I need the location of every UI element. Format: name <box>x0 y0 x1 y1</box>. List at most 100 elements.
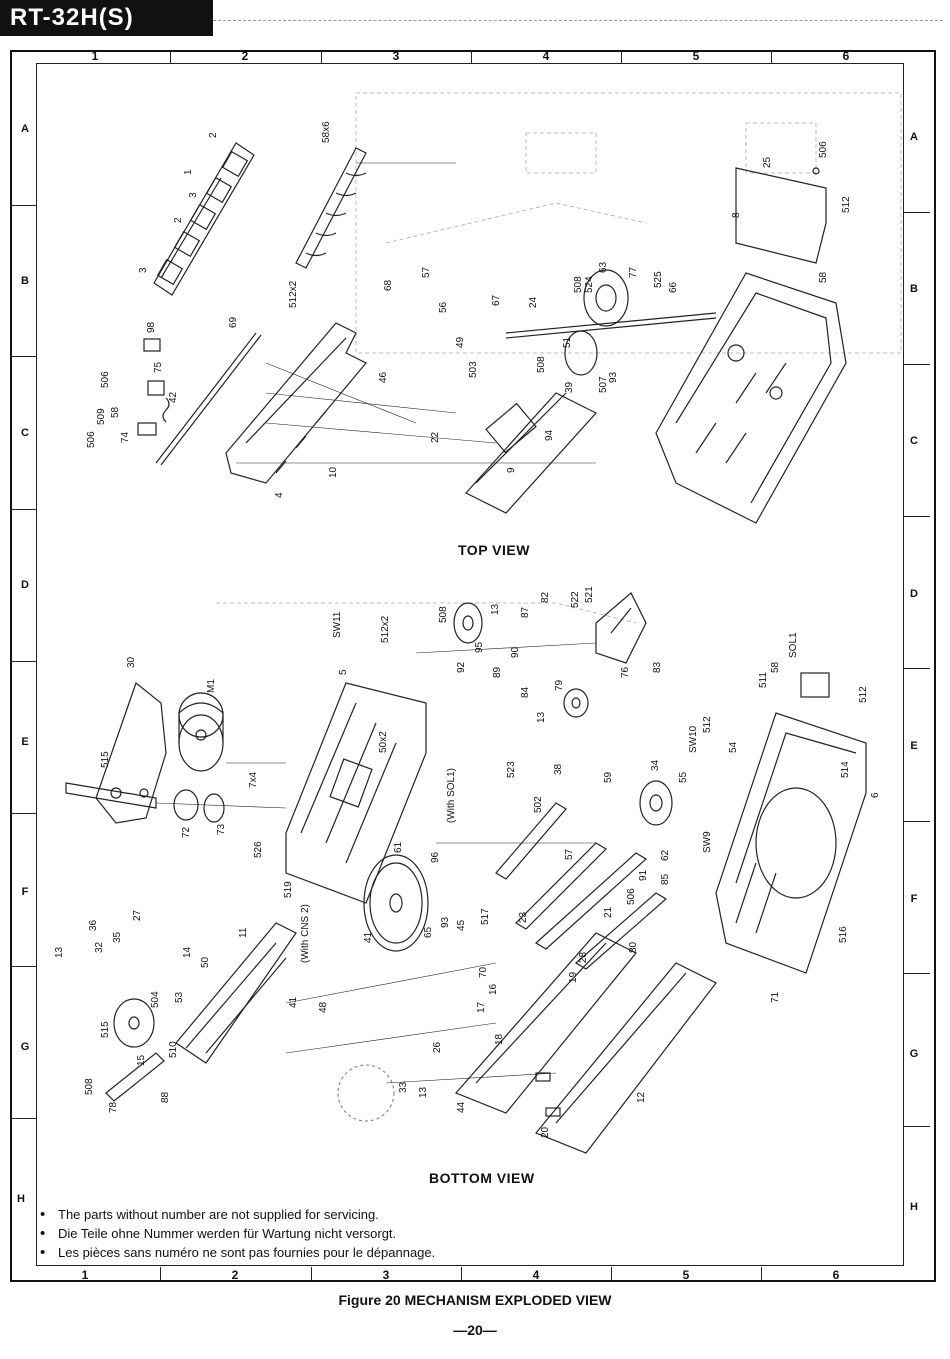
callout: (With CNS 2) <box>300 904 311 963</box>
callout: 85 <box>660 873 671 885</box>
callout: 30 <box>126 656 137 668</box>
callout: 512 <box>841 196 852 213</box>
callout: 74 <box>120 431 131 443</box>
row-label-right-H: H <box>910 1201 918 1213</box>
row-label-left-G: G <box>20 1041 30 1053</box>
row-tick <box>904 212 930 213</box>
callout: 63 <box>598 261 609 273</box>
reel-34 <box>639 780 673 826</box>
col-tick <box>170 50 171 63</box>
row-tick <box>904 364 930 365</box>
callout: 58x6 <box>321 121 332 143</box>
row-tick <box>10 1118 36 1119</box>
col-label-bottom-3: 3 <box>382 1268 390 1282</box>
callout: 525 <box>653 271 664 288</box>
shaft-69 <box>155 332 257 464</box>
callout: 506 <box>626 888 637 905</box>
callout: 21 <box>603 906 614 918</box>
callout: 46 <box>378 371 389 383</box>
callout: 98 <box>146 321 157 333</box>
detail-circle <box>337 1064 395 1122</box>
col-tick <box>311 1267 312 1280</box>
motor-m1 <box>178 692 224 772</box>
callout: 80 <box>628 941 639 953</box>
col-tick <box>761 1267 762 1280</box>
callout: 517 <box>480 908 491 925</box>
callout: 62 <box>660 849 671 861</box>
callout: 9 <box>506 467 517 473</box>
callout: 506 <box>86 431 97 448</box>
callout: 69 <box>228 316 239 328</box>
row-label-right-F: F <box>910 893 918 905</box>
col-tick <box>771 50 772 63</box>
col-label-bottom-1: 1 <box>81 1268 89 1282</box>
callout: 90 <box>510 646 521 658</box>
callout: 508 <box>438 606 449 623</box>
col-label-top-4: 4 <box>542 49 550 63</box>
col-label-top-6: 6 <box>842 49 850 63</box>
callout: 50 <box>200 956 211 968</box>
callout: 77 <box>628 266 639 278</box>
callout: 4 <box>274 492 285 498</box>
callout: 509 <box>96 408 107 425</box>
callout: 34 <box>650 759 661 771</box>
callout: 508 <box>573 276 584 293</box>
callout: 16 <box>488 983 499 995</box>
callout: 24 <box>528 296 539 308</box>
callout: 39 <box>564 381 575 393</box>
col-tick <box>621 50 622 63</box>
callout: 514 <box>840 761 851 778</box>
notes-list: The parts without number are not supplie… <box>38 1207 435 1264</box>
callout: 19 <box>568 971 579 983</box>
callout: 8 <box>731 212 742 218</box>
row-tick <box>10 661 36 662</box>
callout: 512x2 <box>380 615 391 643</box>
callout: 79 <box>554 679 565 691</box>
callout: 27 <box>132 909 143 921</box>
callout: 94 <box>544 429 555 441</box>
background-circuit-trace <box>216 92 902 624</box>
callout: 522 <box>570 591 581 608</box>
row-label-right-B: B <box>910 283 918 295</box>
left-small-parts <box>137 338 170 436</box>
top-right-bracket <box>735 167 827 264</box>
col-label-bottom-4: 4 <box>532 1268 540 1282</box>
row-label-left-H: H <box>17 1193 25 1205</box>
bottom-view-leaders <box>155 642 597 1084</box>
callout: M1 <box>206 679 217 693</box>
callout: 72 <box>181 826 192 838</box>
col-label-top-5: 5 <box>692 49 700 63</box>
bottom-left-subchassis <box>105 922 297 1102</box>
bottom-chassis-center <box>285 682 427 904</box>
swing-arm <box>65 682 167 824</box>
callout: 12 <box>636 1091 647 1103</box>
callout: 61 <box>393 841 404 853</box>
callout: 13 <box>536 711 547 723</box>
callout: 84 <box>520 686 531 698</box>
col-label-bottom-2: 2 <box>231 1268 239 1282</box>
callout: 67 <box>491 294 502 306</box>
callout: 78 <box>108 1101 119 1113</box>
callout: SW11 <box>332 611 343 638</box>
callout: 506 <box>100 371 111 388</box>
callout: 2 <box>173 217 184 223</box>
row-label-left-D: D <box>21 579 29 591</box>
note-english: The parts without number are not supplie… <box>38 1207 435 1222</box>
callout: 523 <box>506 761 517 778</box>
callout: 71 <box>770 991 781 1003</box>
row-label-left-C: C <box>21 427 29 439</box>
callout: 93 <box>440 916 451 928</box>
callout: 42 <box>168 391 179 403</box>
row-tick <box>10 509 36 510</box>
callout: 18 <box>494 1033 505 1045</box>
callout: 502 <box>533 796 544 813</box>
gear-79 <box>563 688 589 718</box>
callout: 70 <box>478 966 489 978</box>
callout: 65 <box>423 926 434 938</box>
callout: 512 <box>858 686 869 703</box>
row-label-right-G: G <box>909 1048 919 1060</box>
callout: 87 <box>520 606 531 618</box>
callout: 25 <box>762 156 773 168</box>
callout: 92 <box>456 661 467 673</box>
callout: 521 <box>584 586 595 603</box>
